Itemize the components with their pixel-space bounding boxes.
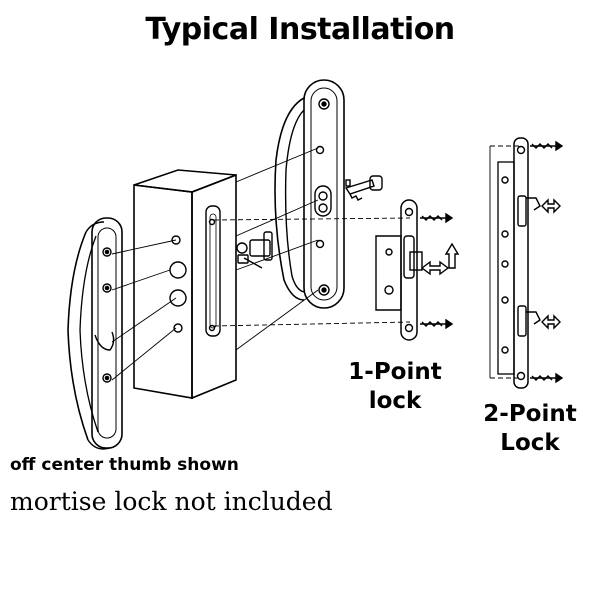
key-icon	[344, 175, 383, 201]
one-point-lock-label-line1: 1-Point	[348, 359, 442, 385]
alignment-lines	[111, 145, 520, 381]
thumb-turn-spindle	[236, 231, 273, 269]
two-point-lock-drawing	[497, 137, 564, 389]
two-point-lock-label-line2: Lock	[500, 429, 560, 456]
door-stile-block	[133, 169, 237, 400]
two-point-lock-label: 2-Point Lock	[455, 400, 600, 458]
mortise-note: mortise lock not included	[10, 487, 333, 516]
one-point-lock-drawing	[375, 199, 460, 341]
interior-handle	[274, 79, 345, 309]
one-point-lock-label-line2: lock	[368, 387, 422, 414]
diagram-title: Typical Installation	[145, 12, 455, 47]
exterior-handle	[67, 217, 123, 450]
one-point-lock-label: 1-Point lock	[330, 358, 460, 416]
thumb-note: off center thumb shown	[10, 455, 239, 475]
two-point-lock-label-line1: 2-Point	[483, 401, 577, 427]
